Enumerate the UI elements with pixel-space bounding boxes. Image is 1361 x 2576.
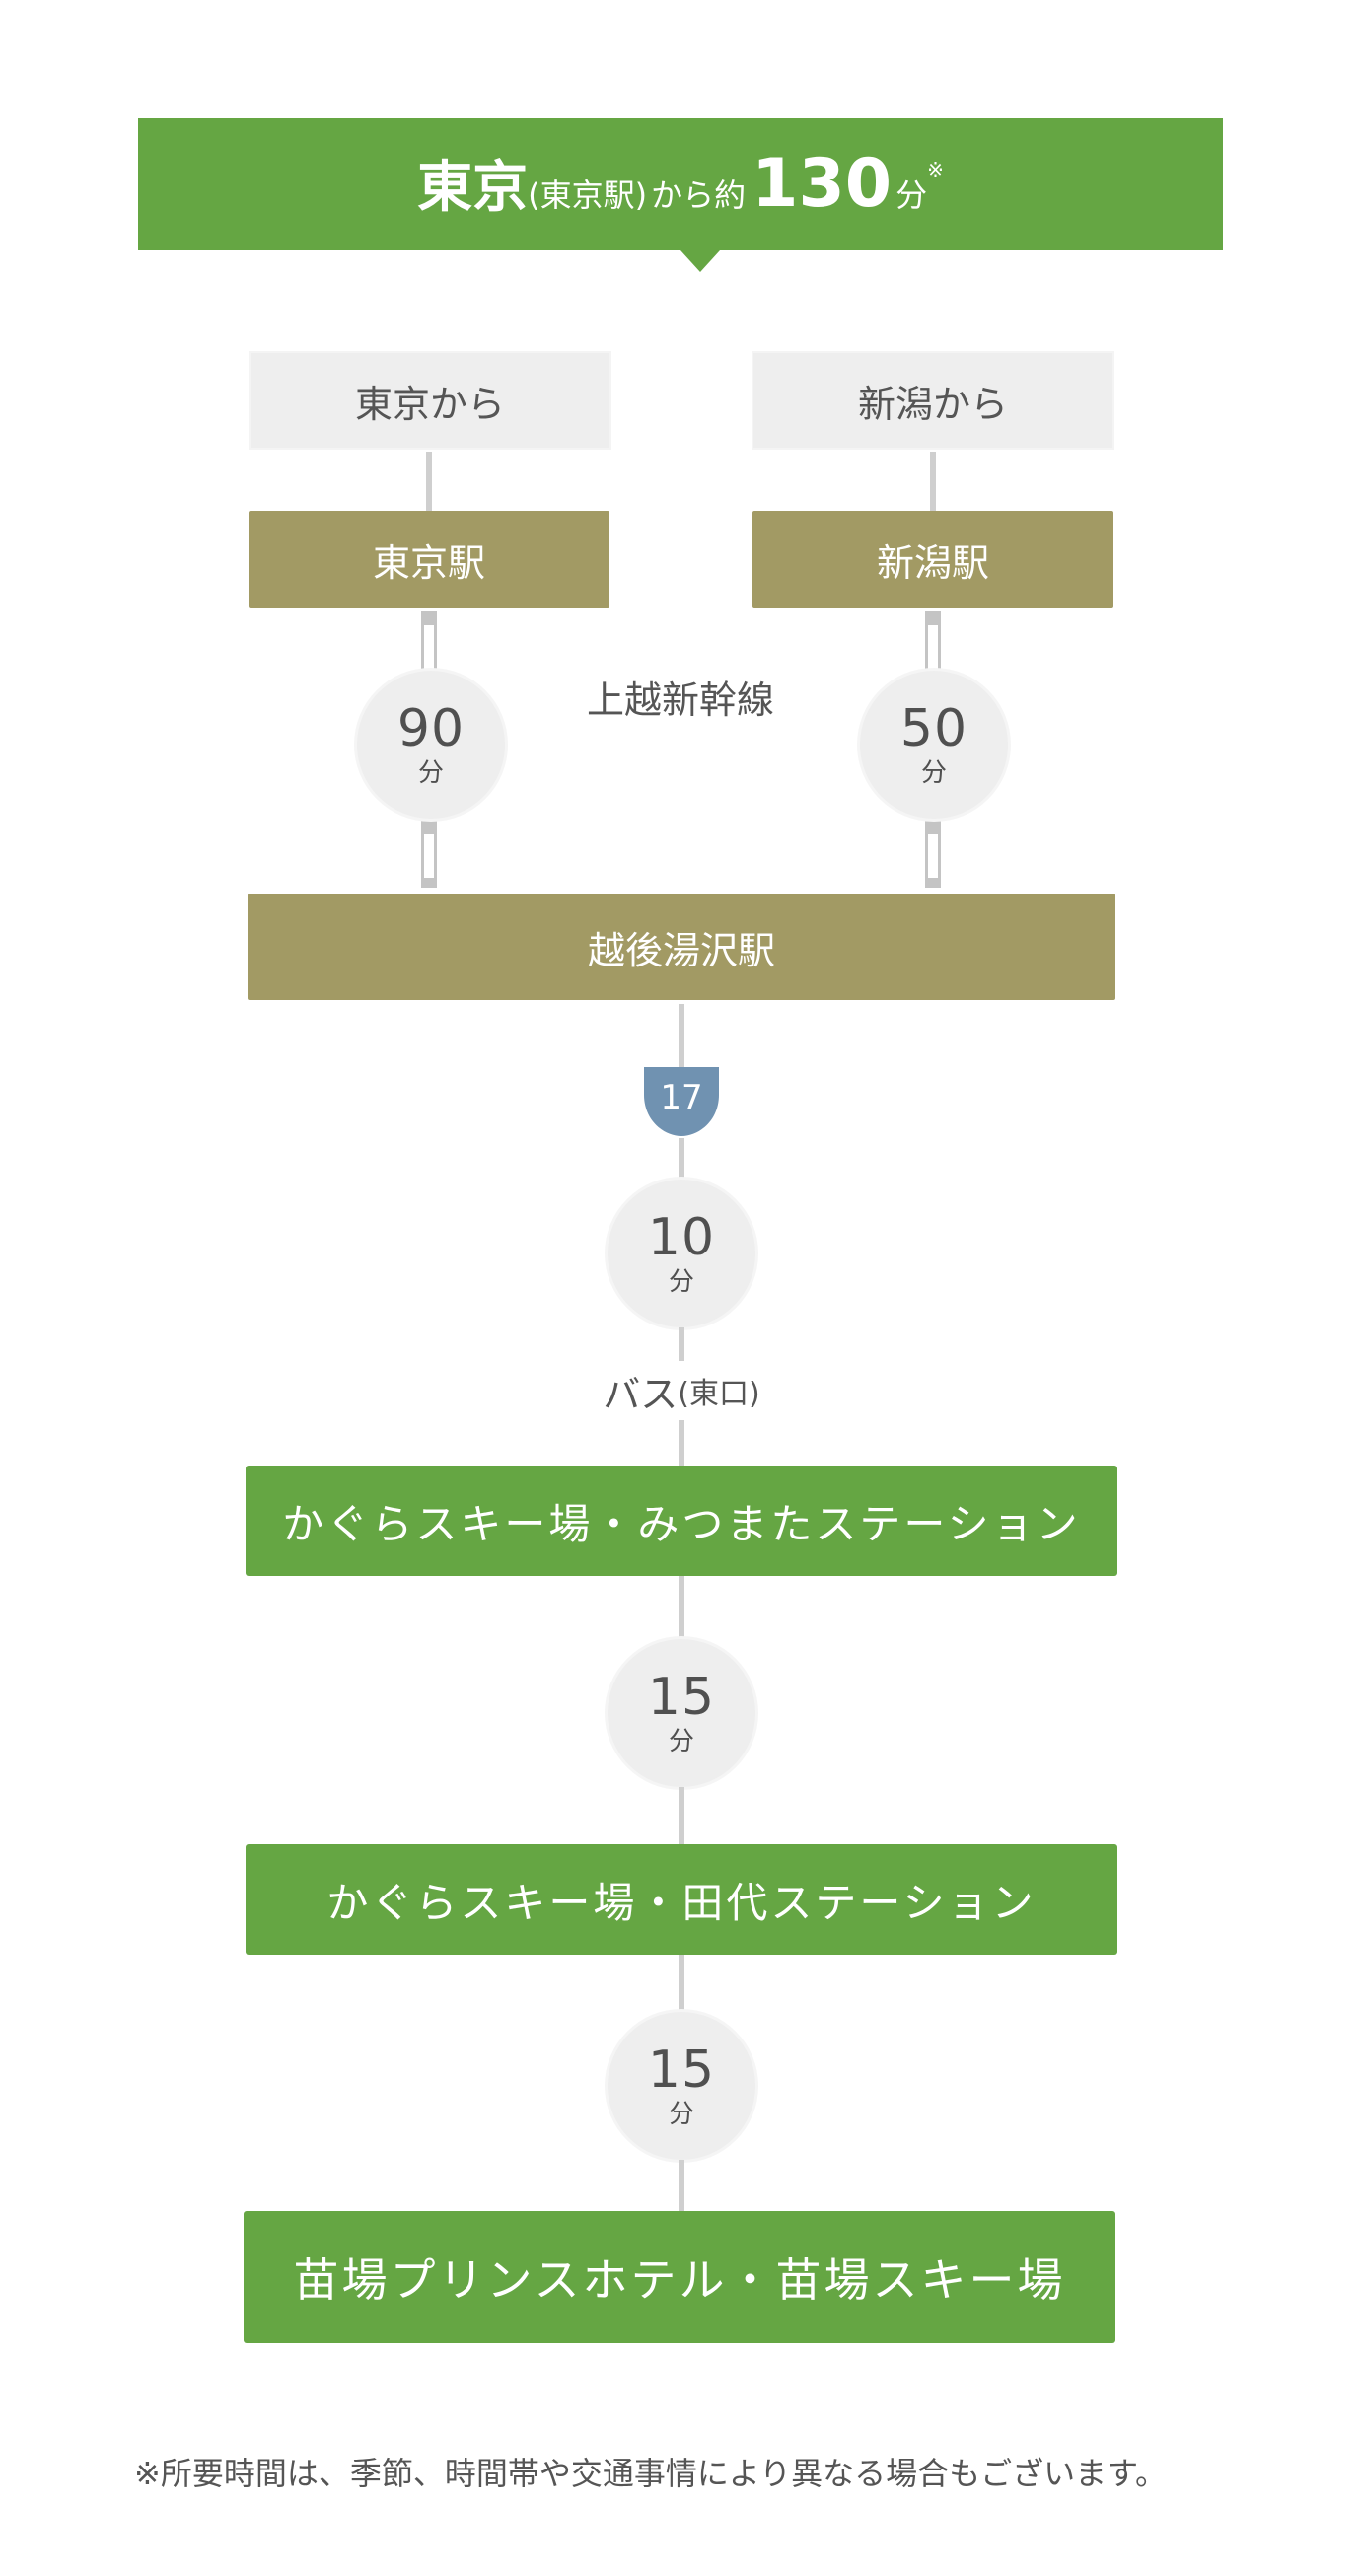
time-value: 15 bbox=[647, 1668, 716, 1727]
stop-name: 苗場プリンスホテル・苗場スキー場 bbox=[293, 2254, 1066, 2307]
connector-line bbox=[679, 1576, 684, 1639]
banner-origin-detail: (東京駅) bbox=[528, 177, 648, 214]
time-unit: 分 bbox=[920, 758, 947, 788]
time-circle-bus: 10 分 bbox=[608, 1180, 755, 1327]
banner-note-mark: ※ bbox=[927, 158, 944, 181]
bus-mode-detail: (東口) bbox=[678, 1377, 760, 1411]
origin-tokyo-label: 東京から bbox=[354, 382, 505, 426]
rail-segment bbox=[925, 625, 941, 669]
time-value: 10 bbox=[647, 1208, 716, 1267]
rail-cap bbox=[925, 878, 941, 888]
footnote-text: ※所要時間は、季節、時間帯や交通事情により異なる場合もございます。 bbox=[134, 2455, 1167, 2492]
time-value: 90 bbox=[396, 699, 466, 758]
station-echigo-yuzawa: 越後湯沢駅 bbox=[248, 894, 1115, 1000]
banner-origin: 東京 bbox=[417, 156, 529, 220]
rail-line-name-text: 上越新幹線 bbox=[586, 678, 774, 722]
station-echigo-yuzawa-label: 越後湯沢駅 bbox=[587, 928, 775, 972]
connector-line bbox=[679, 1004, 684, 1067]
rail-cap bbox=[925, 821, 941, 834]
banner-unit: 分 bbox=[895, 177, 928, 214]
rail-cap bbox=[421, 821, 437, 834]
time-unit: 分 bbox=[668, 2100, 694, 2129]
station-niigata-label: 新潟駅 bbox=[876, 540, 989, 585]
time-circle-tashiro-naeba: 15 分 bbox=[608, 2012, 755, 2160]
connector-line bbox=[679, 1138, 684, 1180]
connector-line bbox=[426, 452, 432, 511]
time-unit: 分 bbox=[668, 1727, 694, 1756]
origin-tokyo: 東京から bbox=[249, 351, 611, 450]
route-17-shield-icon bbox=[644, 1067, 719, 1136]
connector-line bbox=[679, 1955, 684, 2012]
rail-cap bbox=[421, 611, 437, 625]
rail-segment bbox=[925, 834, 941, 878]
banner-minutes: 130 bbox=[752, 145, 893, 223]
stop-mitsumata-station: かぐらスキー場・みつまたステーション bbox=[246, 1466, 1117, 1576]
rail-line-name: 上越新幹線 bbox=[552, 661, 809, 732]
total-time-banner: 東京 (東京駅) から約 130 分 ※ bbox=[138, 118, 1223, 250]
time-circle-tokyo: 90 分 bbox=[357, 671, 505, 819]
time-unit: 分 bbox=[668, 1267, 694, 1297]
stop-name: かぐらスキー場・みつまたステーション bbox=[282, 1499, 1081, 1548]
banner-from-about: から約 bbox=[651, 177, 747, 214]
origin-niigata: 新潟から bbox=[752, 351, 1114, 450]
stop-name: かぐらスキー場・田代ステーション bbox=[326, 1878, 1037, 1927]
rail-segment bbox=[421, 834, 437, 878]
station-tokyo-label: 東京駅 bbox=[372, 540, 485, 585]
time-value: 15 bbox=[647, 2040, 716, 2100]
time-value: 50 bbox=[899, 699, 968, 758]
station-niigata: 新潟駅 bbox=[752, 511, 1113, 608]
time-circle-mitsumata-tashiro: 15 分 bbox=[608, 1639, 755, 1787]
banner-pointer bbox=[680, 250, 720, 272]
footnote: ※所要時間は、季節、時間帯や交通事情により異なる場合もございます。 bbox=[134, 2444, 1229, 2499]
time-unit: 分 bbox=[417, 758, 444, 788]
rail-cap bbox=[925, 611, 941, 625]
bus-mode: バス bbox=[603, 1372, 679, 1416]
station-tokyo: 東京駅 bbox=[249, 511, 609, 608]
rail-cap bbox=[421, 878, 437, 888]
route-number: 17 bbox=[660, 1078, 703, 1117]
origin-niigata-label: 新潟から bbox=[857, 382, 1008, 426]
connector-line bbox=[930, 452, 936, 511]
connector-line bbox=[679, 1787, 684, 1844]
stop-naeba-prince-hotel: 苗場プリンスホテル・苗場スキー場 bbox=[244, 2211, 1115, 2343]
rail-segment bbox=[421, 625, 437, 669]
time-circle-niigata: 50 分 bbox=[860, 671, 1008, 819]
stop-tashiro-station: かぐらスキー場・田代ステーション bbox=[246, 1844, 1117, 1955]
connector-line bbox=[679, 2160, 684, 2211]
bus-label: バス (東口) bbox=[580, 1361, 783, 1420]
